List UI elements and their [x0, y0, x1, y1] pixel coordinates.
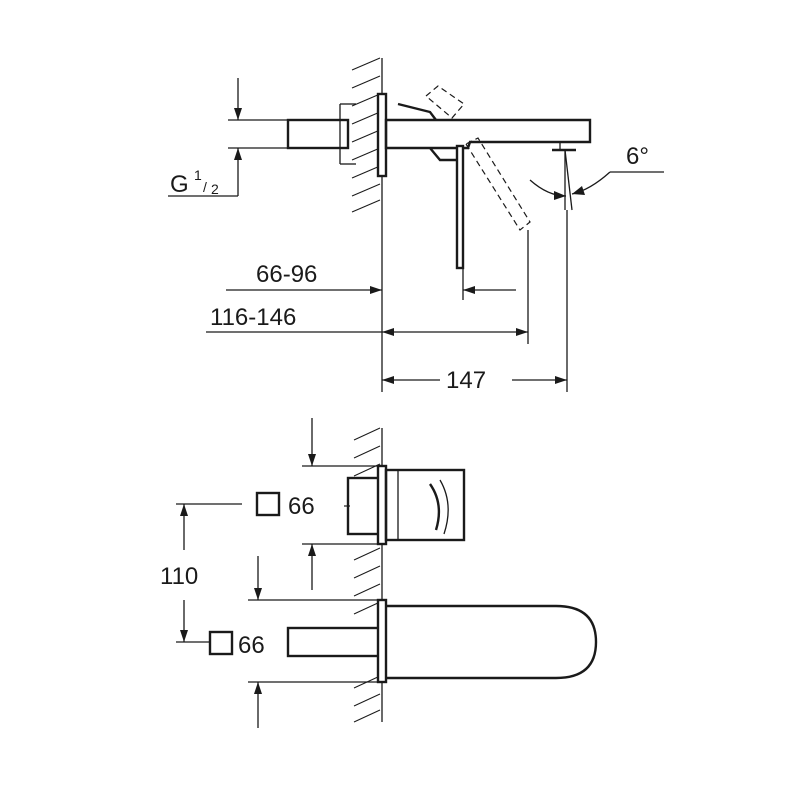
dim-66-96: 66-96: [226, 261, 516, 294]
front-view: 110 66 66: [160, 418, 598, 728]
dim-110: 110: [160, 503, 242, 643]
thread-sub: 2: [211, 181, 219, 197]
dim-66-96-label: 66-96: [256, 261, 317, 288]
angle-dimension: 6°: [529, 143, 664, 211]
square-icon: [255, 491, 281, 517]
thread-dimension: G 1 / 2: [168, 78, 288, 198]
dim-116-146: 116-146: [206, 304, 528, 336]
angle-label: 6°: [626, 143, 649, 170]
lever-rotated-dashed: [425, 85, 465, 119]
spout-cover-size: 66: [208, 630, 265, 659]
dim-147-label: 147: [446, 367, 486, 394]
mixer-handle-side: [397, 102, 437, 121]
concealed-body: [286, 118, 350, 150]
dim-147: 147: [382, 367, 567, 394]
mixer-handle-front: [384, 468, 466, 542]
spout-front: [386, 604, 598, 680]
mixer-cover-size-label: 66: [288, 493, 315, 520]
dim-spout-height: [248, 556, 378, 728]
side-view: G 1 / 2 6° 66-96: [168, 57, 664, 394]
dim-mixer-height: [302, 418, 378, 590]
dim-116-146-label: 116-146: [210, 304, 296, 331]
square-icon: [208, 630, 234, 656]
thread-sup: 1: [194, 167, 202, 183]
thread-slash: /: [203, 179, 207, 195]
thread-label: G: [170, 171, 189, 198]
mixer-cover-size: 66: [255, 491, 315, 520]
spout-plate: [376, 598, 388, 684]
mixer-plate: [376, 464, 388, 546]
dim-110-label: 110: [160, 563, 198, 590]
lever-side: [455, 144, 465, 270]
spout-body-concealed: [286, 626, 384, 658]
spout-cover-size-label: 66: [238, 632, 265, 659]
